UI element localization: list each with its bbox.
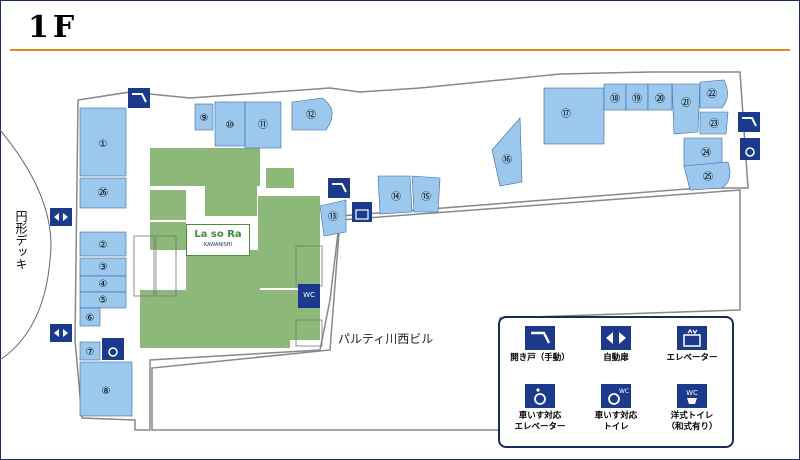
wheelchair-toilet-icon — [740, 138, 760, 160]
western-toilet-icon: WC — [677, 384, 707, 408]
green-corridor — [140, 148, 320, 348]
shop-unit-20 — [647, 83, 673, 111]
shop-numbers: ① ㉖ ② ③ ④ ⑤ ⑥ ⑦ ⑧ ⑨ ⑩ ⑪ ⑫ ⑬ ⑭ ⑮ ⑯ ⑰ ⑱ ⑲ … — [86, 88, 719, 397]
shop-label-2: ② — [99, 240, 108, 251]
legend-western-toilet: WC 洋式トイレ （和式有り） — [654, 384, 730, 433]
shop-label-14: ⑭ — [391, 191, 401, 203]
shop-label-7: ⑦ — [86, 347, 95, 358]
legend-label-wheelchair-toilet: 車いす対応 トイレ — [594, 411, 638, 432]
shop-unit-16 — [491, 117, 523, 187]
svg-text:WC: WC — [686, 389, 698, 397]
shop-unit-10 — [214, 101, 246, 147]
automatic-door-icon — [50, 208, 72, 226]
shop-unit-22 — [699, 79, 728, 109]
shop-label-20: ⑳ — [655, 93, 665, 105]
legend-label-elevator: エレベーター — [666, 353, 718, 363]
elevator-icon — [677, 326, 707, 350]
floor-title: 1F — [28, 10, 79, 45]
shop-unit-9 — [194, 103, 214, 131]
map-icons: WC — [50, 88, 760, 360]
shop-unit-2 — [79, 231, 127, 257]
shop-unit-21 — [671, 83, 701, 135]
shop-unit-23 — [699, 111, 729, 135]
shop-unit-7 — [79, 341, 101, 361]
shop-label-3: ③ — [99, 262, 108, 273]
party-building-label: パルティ川西ビル — [338, 332, 434, 346]
western-toilet-icon: WC — [298, 284, 320, 308]
svg-text:WC: WC — [619, 388, 629, 395]
svg-text:WC: WC — [303, 291, 315, 299]
shop-label-22: ㉒ — [707, 88, 717, 100]
shop-unit-6 — [79, 307, 101, 327]
legend-wheelchair-elevator: 車いす対応 エレベーター — [502, 384, 578, 433]
round-deck-outline — [0, 129, 52, 361]
shop-label-16: ⑯ — [502, 154, 512, 166]
legend-label-western-toilet: 洋式トイレ （和式有り） — [666, 411, 718, 432]
shop-label-8: ⑧ — [102, 386, 111, 397]
shop-unit-12 — [291, 97, 333, 131]
shop-label-10: ⑩ — [226, 120, 235, 131]
shop-label-6: ⑥ — [86, 313, 95, 324]
shop-units — [79, 79, 731, 417]
legend-automatic-door: 自動扉 — [578, 326, 654, 364]
shop-label-23: ㉓ — [709, 118, 719, 130]
shop-label-4: ④ — [99, 279, 108, 290]
shop-label-24: ㉔ — [701, 147, 711, 159]
map-legend: 開き戸（手動） 自動扉 エレベーター 車いす対応 エレベーター WC 車いす対応… — [498, 316, 734, 448]
shop-label-25: ㉕ — [703, 171, 713, 183]
shop-label-13: ⑬ — [328, 211, 338, 223]
shop-unit-5 — [79, 291, 127, 309]
legend-wheelchair-toilet: WC 車いす対応 トイレ — [578, 384, 654, 433]
legend-label-swing-door: 開き戸（手動） — [510, 353, 570, 363]
shop-unit-14 — [377, 175, 413, 215]
round-deck-label: 円形デッキ — [14, 210, 28, 270]
title-divider — [10, 49, 790, 51]
shop-label-15: ⑮ — [421, 191, 431, 203]
shop-unit-13 — [319, 199, 347, 237]
shop-unit-8 — [79, 361, 133, 417]
legend-label-wheelchair-elevator: 車いす対応 エレベーター — [514, 411, 566, 432]
shop-unit-15 — [411, 175, 441, 213]
shop-label-12: ⑫ — [306, 109, 316, 121]
shop-unit-1 — [79, 107, 127, 177]
swing-door-icon — [328, 178, 350, 198]
swing-door-icon — [525, 326, 555, 350]
lasora-logo: La so Ra KAWANISHI — [186, 224, 250, 256]
wheelchair-elevator-icon — [102, 338, 124, 360]
shop-unit-17 — [543, 87, 605, 145]
wheelchair-elevator-icon — [525, 384, 555, 408]
legend-swing-door: 開き戸（手動） — [502, 326, 578, 364]
shop-label-11: ⑪ — [258, 119, 268, 131]
shop-label-21: ㉑ — [681, 97, 691, 109]
shop-label-1: ① — [99, 139, 108, 150]
swing-door-icon — [738, 112, 760, 132]
legend-label-automatic-door: 自動扉 — [603, 353, 629, 363]
legend-elevator: エレベーター — [654, 326, 730, 364]
swing-door-icon — [128, 88, 150, 108]
shop-unit-11 — [244, 101, 282, 149]
automatic-door-icon — [50, 324, 72, 342]
shop-label-18: ⑱ — [610, 93, 620, 105]
shop-unit-25 — [683, 161, 731, 191]
shop-label-9: ⑨ — [200, 113, 209, 124]
shop-unit-26 — [79, 177, 127, 209]
shop-label-17: ⑰ — [561, 108, 571, 120]
wheelchair-toilet-icon: WC — [601, 384, 631, 408]
shop-label-19: ⑲ — [632, 93, 642, 105]
shop-label-26: ㉖ — [98, 187, 108, 199]
elevator-icon — [352, 202, 372, 222]
automatic-door-icon — [601, 326, 631, 350]
shop-label-5: ⑤ — [99, 295, 108, 306]
